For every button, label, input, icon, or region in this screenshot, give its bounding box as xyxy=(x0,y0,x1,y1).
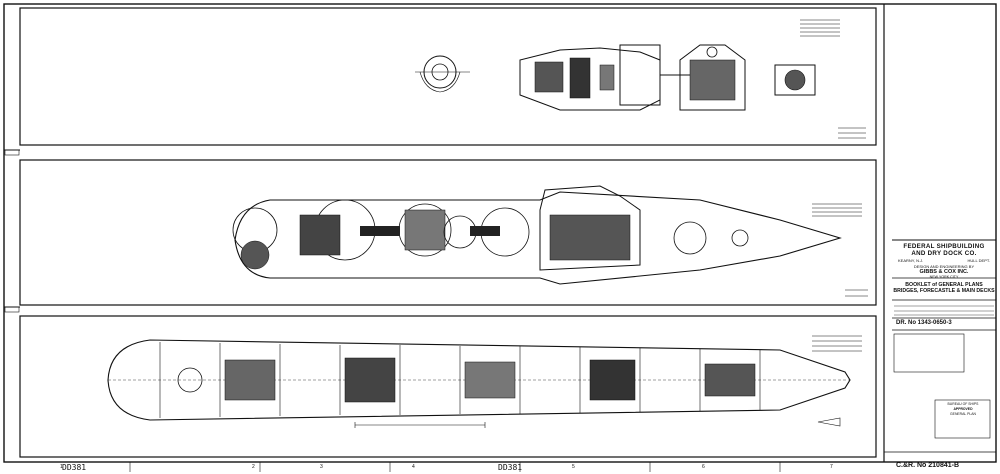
company-name-line2: AND DRY DOCK CO. xyxy=(911,250,977,257)
forecastle-deck-panel xyxy=(4,159,877,313)
zone-number: 2 xyxy=(252,464,255,470)
bridge-deck-panel xyxy=(4,7,877,156)
zone-number: 1 xyxy=(60,464,63,470)
location-left: KEARNY, N.J. xyxy=(898,258,924,263)
stamp-line2: APPROVED xyxy=(953,407,973,411)
title-block-frame xyxy=(884,239,996,453)
location-right: HULL DEPT. xyxy=(967,258,990,263)
main-deck-panel xyxy=(19,315,877,458)
drawing-number: DR. No 1343-0650-3 xyxy=(896,320,952,326)
footer-hull-left: DD381 xyxy=(62,463,87,472)
zone-number: 7 xyxy=(830,464,833,470)
stamp-line1: BUREAU OF SHIPS xyxy=(947,402,979,406)
company-name-line1: FEDERAL SHIPBUILDING xyxy=(903,243,985,250)
designer-name: GIBBS & COX INC. xyxy=(919,269,969,275)
stamp-line3: GENERAL PLAN xyxy=(950,412,976,416)
zone-number: 5 xyxy=(572,464,575,470)
footer-hull-center: DD381 xyxy=(498,463,523,472)
approval-stamp: BUREAU OF SHIPS APPROVED GENERAL PLAN xyxy=(937,402,989,417)
zone-number: 3 xyxy=(320,464,323,470)
zone-number: 4 xyxy=(412,464,415,470)
zone-number: 6 xyxy=(702,464,705,470)
cnr-number: C.&R. No 210841-B xyxy=(896,462,960,469)
designer-city: NEW YORK CITY xyxy=(929,275,959,279)
booklet-title: BOOKLET of GENERAL PLANS BRIDGES, FORECA… xyxy=(892,282,996,294)
title-block: FEDERAL SHIPBUILDING AND DRY DOCK CO. KE… xyxy=(892,240,996,330)
design-line: DESIGN AND ENGINEERING BY xyxy=(913,264,975,269)
booklet-line2: BRIDGES, FORECASTLE & MAIN DECKS xyxy=(893,288,995,294)
booklet-line1: BOOKLET of GENERAL PLANS xyxy=(905,282,983,288)
